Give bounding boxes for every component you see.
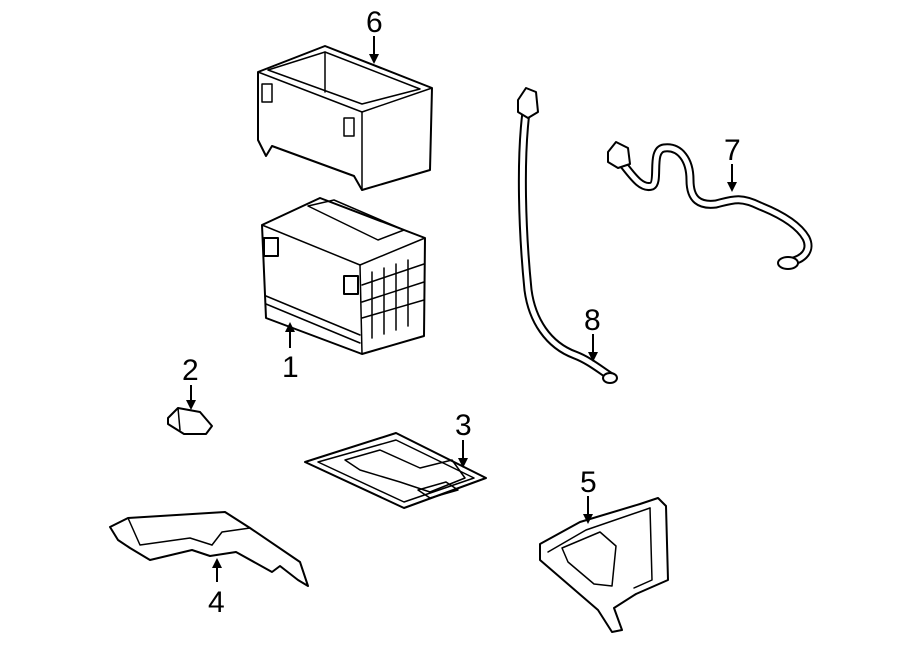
positive-cable-part bbox=[517, 87, 618, 384]
tray-support-part bbox=[109, 511, 309, 587]
callout-4: 4 bbox=[208, 586, 225, 619]
tray-bracket-part bbox=[539, 497, 669, 633]
callout-5: 5 bbox=[580, 466, 597, 499]
arrowhead-1 bbox=[285, 322, 295, 332]
arrowhead-8 bbox=[588, 352, 598, 362]
callout-1: 1 bbox=[282, 351, 299, 384]
arrowhead-4 bbox=[212, 558, 222, 568]
callout-labels: 1 2 3 4 5 6 7 8 bbox=[182, 6, 741, 619]
callout-3: 3 bbox=[455, 409, 472, 442]
callout-7: 7 bbox=[724, 134, 741, 167]
callout-arrows bbox=[186, 36, 737, 582]
arrowhead-3 bbox=[458, 458, 468, 468]
arrowhead-2 bbox=[186, 400, 196, 410]
callout-8: 8 bbox=[584, 304, 601, 337]
battery-tray-part bbox=[304, 432, 487, 509]
callout-2: 2 bbox=[182, 354, 199, 387]
battery-part bbox=[261, 197, 426, 355]
terminal-cover-part bbox=[167, 407, 213, 435]
arrowhead-6 bbox=[369, 54, 379, 64]
negative-cable-part bbox=[607, 141, 813, 270]
insulator-box-part bbox=[257, 45, 433, 191]
arrowhead-5 bbox=[583, 514, 593, 524]
callout-6: 6 bbox=[366, 6, 383, 39]
arrowhead-7 bbox=[727, 182, 737, 192]
